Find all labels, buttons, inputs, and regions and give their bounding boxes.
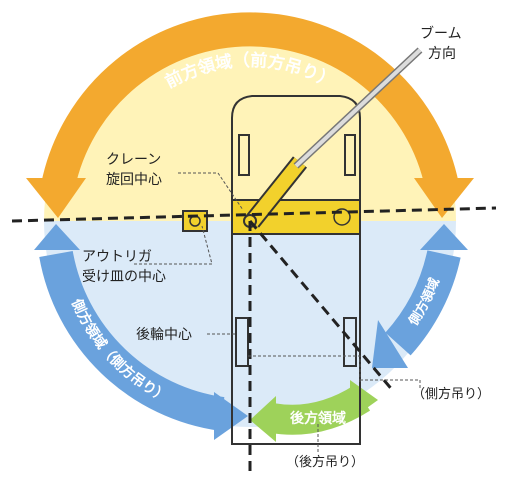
right-side-zone-arrow: [372, 224, 468, 368]
rear-zone-arrow: [250, 380, 378, 442]
boom-direction-label-line1: ブーム: [420, 25, 462, 42]
outrigger-pad: [182, 210, 208, 232]
crane-boom: [244, 47, 423, 228]
front-zone-arrow: [26, 12, 474, 218]
leader-lines: [134, 172, 421, 452]
outrigger-center-label-line1: アウトリガ: [82, 249, 152, 265]
reference-lines: [11, 206, 497, 474]
rear-zone-label: 後方領域: [290, 410, 346, 427]
boom-direction-label-line2: 方向: [428, 46, 456, 62]
outrigger-center-label-line2: 受け皿の中心: [82, 269, 166, 285]
rear-wheel-center-label: 後輪中心: [136, 326, 192, 343]
crane-center-label-line2: 旋回中心: [106, 172, 162, 188]
right-side-note-label: （側方吊り）: [412, 386, 490, 402]
right-outrigger-marker: [333, 208, 351, 226]
crane-center-label-line1: クレーン: [106, 152, 161, 168]
rear-note-label: （後方吊り）: [286, 454, 364, 470]
